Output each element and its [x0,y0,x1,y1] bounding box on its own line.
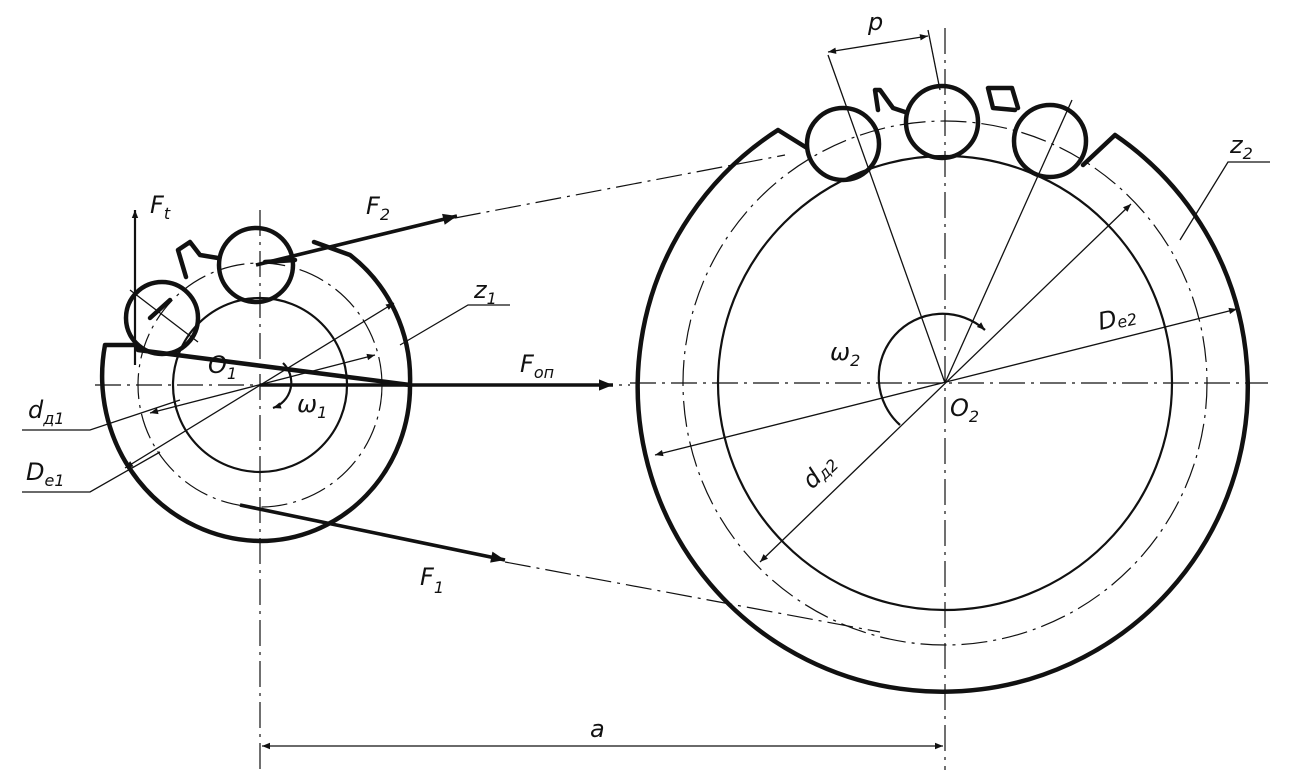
chain-upper-strand [454,154,786,219]
pitch-p-dimension [827,34,929,54]
small-roller-2 [123,279,201,357]
small-roller-1 [216,225,296,305]
label-omega1: ω1 [297,390,327,422]
omega2-rotation-arrow [877,312,986,426]
roller-radial-line [129,289,199,343]
label-center-distance-a: a [590,715,605,743]
label-o1: O1 [208,351,237,383]
label-de2: De2 [1095,300,1138,335]
label-f2: F2 [366,192,390,224]
label-dd1: dд1 [28,396,64,428]
dd2-dimension [759,203,1132,563]
large-roller-3 [1011,102,1089,180]
label-fop: Fоп [520,350,554,382]
large-sprocket [635,29,1250,694]
dd1-leader [22,399,181,431]
large-sprocket-outline [635,85,1250,694]
label-pitch-p: p [867,8,883,36]
label-de1: De1 [26,458,65,490]
z2-leader [1179,161,1270,241]
pitch-p-ext-right [927,29,941,91]
de1-leader [22,451,161,493]
label-z2: z2 [1229,131,1253,163]
label-ft: Ft [150,191,171,223]
label-omega2: ω2 [830,338,860,370]
label-dd2: dд2 [797,449,843,494]
pitch-ray-right [944,99,1073,384]
omega1-rotation-arrow [272,362,293,410]
large-roller-1 [804,105,882,183]
force-f2-arrow [255,213,458,267]
large-roller-2 [903,83,981,161]
label-z1: z1 [473,276,497,308]
force-f1-arrow [239,503,506,563]
label-f1: F1 [420,563,444,597]
z1-leader [399,304,510,346]
pitch-ray-left [827,54,946,384]
chain-lower-strand [504,561,881,633]
label-o2: O2 [950,394,979,426]
